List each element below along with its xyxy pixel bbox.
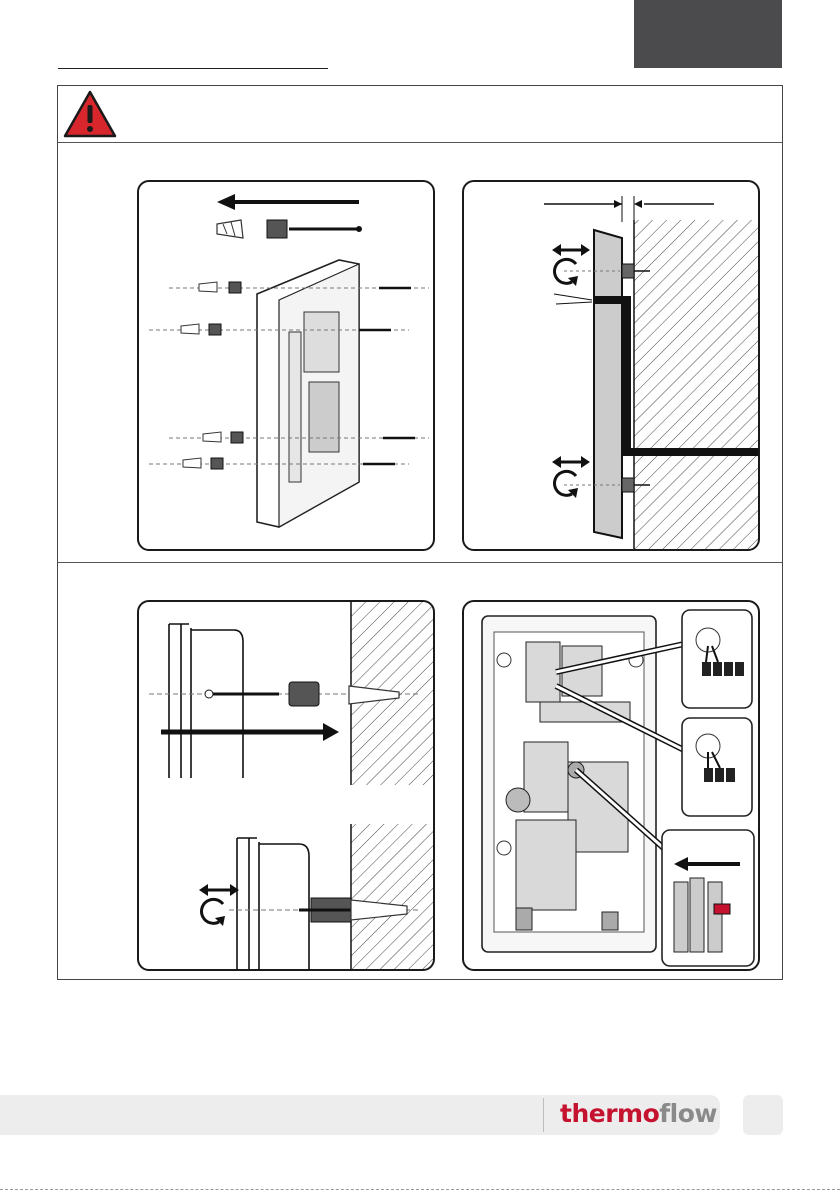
arrow-left-icon [217,194,359,210]
adjust-rotate-icon [552,244,590,286]
heading-underline [58,68,328,69]
brand-logo-part2: flow [659,1099,717,1128]
row-divider [57,562,783,563]
wall-clearance-side-view [462,180,760,551]
adjust-rotate-icon [199,884,239,926]
warning-divider [57,142,783,143]
arrow-right-icon [161,723,339,741]
mounting-exploded-view [137,180,435,551]
adjust-rotate-icon [552,456,590,498]
trim-line [0,1189,840,1190]
terminal-wiring-view [462,600,760,971]
section-tab [634,0,782,68]
wall-anchor-insert-view [137,600,435,971]
page-number-box [743,1095,783,1135]
brand-logo: thermoflow [560,1097,717,1131]
warning-triangle-icon [62,89,118,139]
brand-logo-part1: thermo [560,1099,659,1128]
footer-separator [543,1098,544,1132]
